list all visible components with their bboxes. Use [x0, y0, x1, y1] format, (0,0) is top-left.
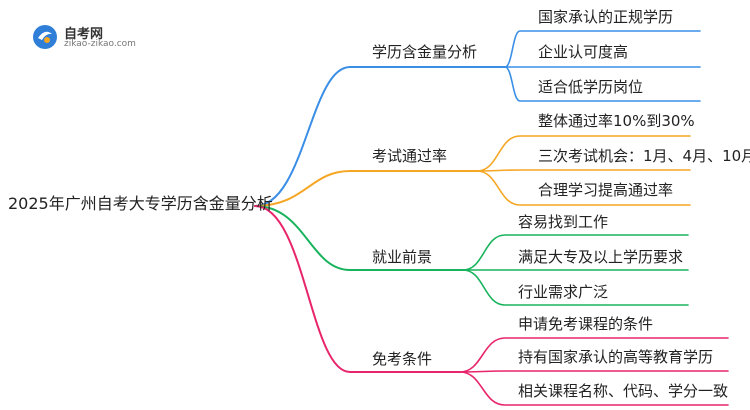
leaf-connector [476, 169, 691, 172]
leaf-connector [459, 337, 729, 373]
leaf-connector [476, 170, 691, 206]
root-topic: 2025年广州自考大专学历含金量分析 [8, 194, 273, 213]
leaf-course-match: 相关课程名称、代码、学分一致 [518, 382, 729, 400]
leaf-connector [459, 371, 729, 406]
leaf-study-plan: 合理学习提高通过率 [538, 181, 674, 199]
branch-connector [254, 205, 461, 373]
branch-exemption: 免考条件 [372, 350, 433, 368]
logo-title: 自考网 [64, 27, 104, 42]
leaf-recognized-degree: 国家承认的正规学历 [538, 8, 674, 26]
logo-icon [33, 25, 57, 49]
branch-connector [254, 205, 464, 271]
leaf-connector [504, 66, 701, 102]
leaf-meets-requirement: 满足大专及以上学历要求 [518, 248, 684, 266]
branch-pass-rate: 考试通过率 [372, 147, 448, 165]
leaf-overall-pass-rate: 整体通过率10%到30% [538, 112, 695, 130]
leaf-recognized-higher-edu: 持有国家承认的高等教育学历 [518, 348, 714, 366]
leaf-connector [476, 135, 691, 172]
leaf-connector [462, 234, 689, 271]
leaf-entry-level-jobs: 适合低学历岗位 [538, 78, 644, 96]
branch-employment: 就业前景 [372, 248, 433, 266]
branch-connector [254, 66, 506, 207]
leaf-easy-job: 容易找到工作 [518, 213, 609, 231]
branch-education-value: 学历含金量分析 [372, 43, 478, 61]
leaf-three-exams: 三次考试机会：1月、4月、10月 [538, 147, 750, 165]
leaf-connector [459, 370, 729, 373]
site-logo[interactable]: 自考网 zikao-zikao.com [32, 22, 162, 52]
leaf-exemption-conditions: 申请免考课程的条件 [518, 315, 654, 333]
branch-connector [254, 170, 478, 207]
leaf-employer-recognition: 企业认可度高 [538, 43, 629, 61]
leaf-connector [504, 30, 701, 68]
leaf-connector [462, 269, 689, 306]
logo-url: zikao-zikao.com [64, 39, 136, 49]
leaf-broad-demand: 行业需求广泛 [518, 283, 609, 301]
